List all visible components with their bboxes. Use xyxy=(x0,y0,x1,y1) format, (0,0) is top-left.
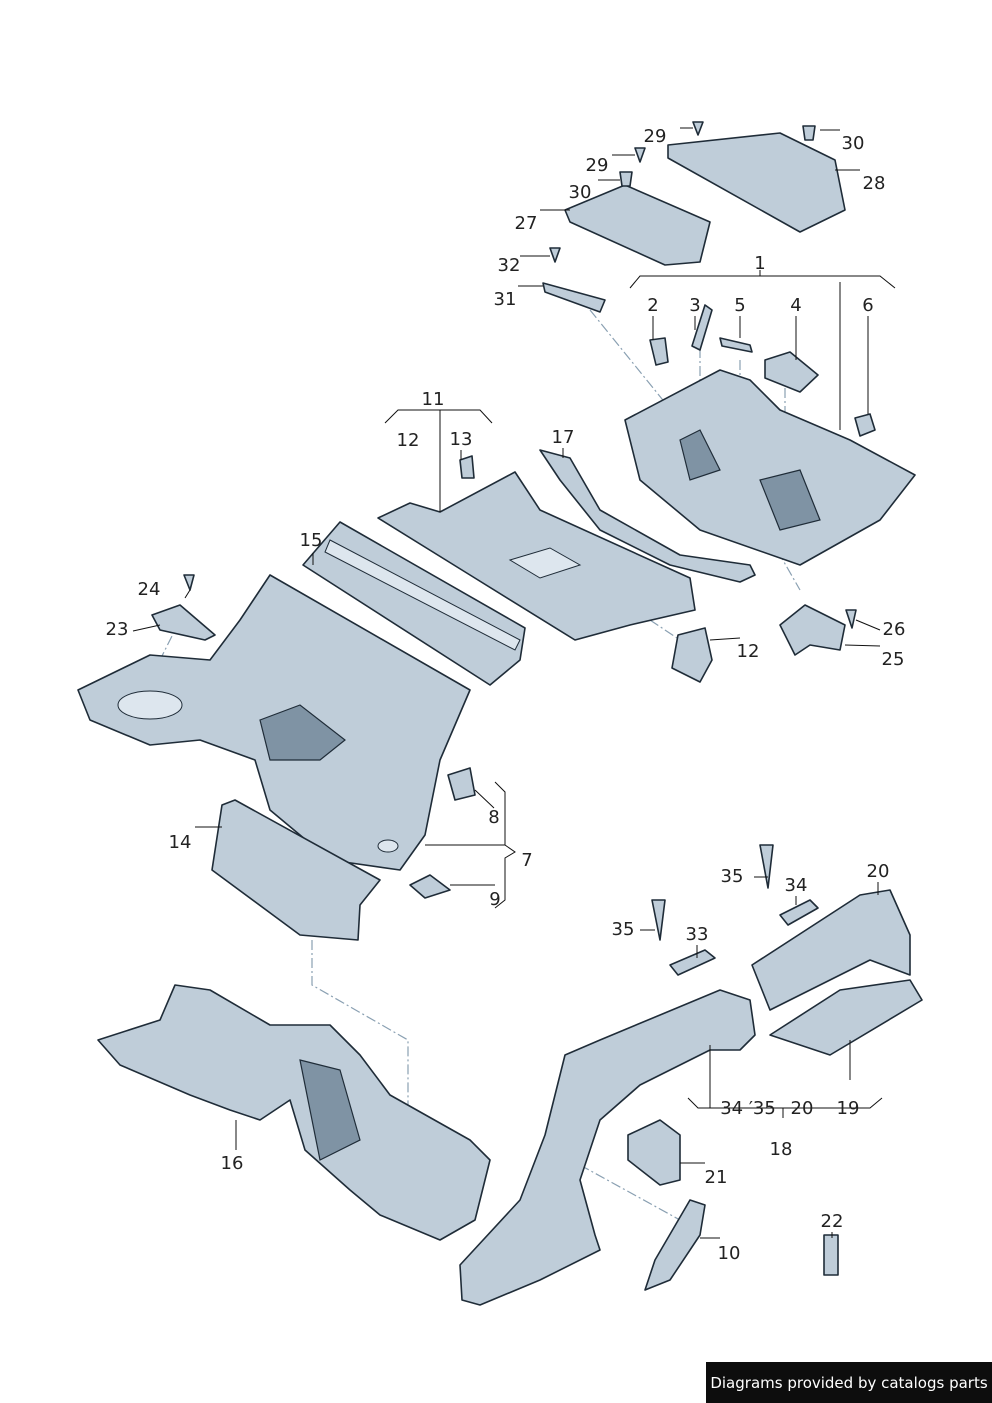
floor-hole xyxy=(117,690,183,720)
callout-14: 14 xyxy=(168,832,192,853)
callout-9: 9 xyxy=(489,889,501,910)
leader-lines xyxy=(132,127,896,1239)
part-23-cover xyxy=(151,604,216,641)
callout-20: 20 xyxy=(866,861,890,882)
callout-10: 10 xyxy=(717,1243,741,1264)
part-1-rear-floor xyxy=(624,369,916,566)
part-16-floor-section xyxy=(97,984,491,1241)
part-12-bracket xyxy=(671,627,713,683)
callout-29: 29 xyxy=(643,126,667,147)
callout-21: 21 xyxy=(704,1167,728,1188)
part-25-bracket xyxy=(779,604,846,656)
part-21-bracket xyxy=(627,1119,681,1186)
callout-35: 35 xyxy=(720,866,744,887)
part-10-bracket xyxy=(644,1199,706,1291)
callout-1: 1 xyxy=(754,253,766,274)
callout-11: 11 xyxy=(421,389,445,410)
part-2 xyxy=(649,337,669,366)
cross-member-face xyxy=(324,539,521,651)
callout-34: 34 xyxy=(784,875,808,896)
callout-25: 25 xyxy=(881,649,905,670)
part-9 xyxy=(409,874,451,899)
callout-31: 31 xyxy=(493,289,517,310)
callout-26: 26 xyxy=(882,619,906,640)
callout-22: 22 xyxy=(820,1211,844,1232)
part-35-bolts xyxy=(651,844,774,941)
part-18-side-member xyxy=(459,989,756,1306)
part-6 xyxy=(854,413,876,437)
callout-23: 23 xyxy=(105,619,129,640)
callout-8: 8 xyxy=(488,807,500,828)
part-34 xyxy=(779,899,819,926)
part-26-bolt xyxy=(845,609,857,629)
part-22-stud xyxy=(823,1234,839,1276)
part-24-bolt xyxy=(183,574,195,591)
callout-4: 4 xyxy=(790,295,802,316)
floor-section-shadow xyxy=(299,1059,361,1161)
part-17-rail xyxy=(539,449,756,583)
callout-24: 24 xyxy=(137,579,161,600)
part-31-bracket xyxy=(542,282,606,313)
part-4 xyxy=(764,351,819,393)
callout-13: 13 xyxy=(449,429,473,450)
callout-6: 6 xyxy=(862,295,874,316)
part-5 xyxy=(719,337,753,353)
callout-30: 30 xyxy=(841,133,865,154)
callout-19: 19 xyxy=(836,1098,860,1119)
part-20-member xyxy=(751,889,911,1011)
callout-27: 27 xyxy=(514,213,538,234)
callout-34-35: 34 ′35 xyxy=(720,1098,776,1119)
callout-30: 30 xyxy=(568,182,592,203)
callout-12: 12 xyxy=(736,641,760,662)
part-33 xyxy=(669,949,716,976)
part-14-panel xyxy=(211,799,381,941)
callout-12: 12 xyxy=(396,430,420,451)
callout-28: 28 xyxy=(862,173,886,194)
part-8 xyxy=(447,767,476,801)
rear-floor-recess xyxy=(679,429,821,531)
part-28-panel xyxy=(667,132,846,233)
callout-2: 2 xyxy=(647,295,659,316)
callout-3: 3 xyxy=(689,295,701,316)
callout-29: 29 xyxy=(585,155,609,176)
callout-15: 15 xyxy=(299,530,323,551)
floor-panel-cutout xyxy=(508,547,582,579)
part-19-plate xyxy=(769,979,923,1056)
callout-7: 7 xyxy=(521,850,533,871)
part-13 xyxy=(459,455,475,479)
part-3 xyxy=(691,304,713,351)
callout-16: 16 xyxy=(220,1153,244,1174)
callout-17: 17 xyxy=(551,427,575,448)
callout-18: 18 xyxy=(769,1139,793,1160)
callout-20: 20 xyxy=(790,1098,814,1119)
fastener-bolts xyxy=(549,121,816,263)
callout-33: 33 xyxy=(685,924,709,945)
tunnel-shadow xyxy=(259,704,346,761)
floor-hole xyxy=(377,839,399,853)
callout-32: 32 xyxy=(497,255,521,276)
credit-footer: Diagrams provided by catalogs parts xyxy=(706,1362,992,1403)
callout-5: 5 xyxy=(734,295,746,316)
callout-35: 35 xyxy=(611,919,635,940)
